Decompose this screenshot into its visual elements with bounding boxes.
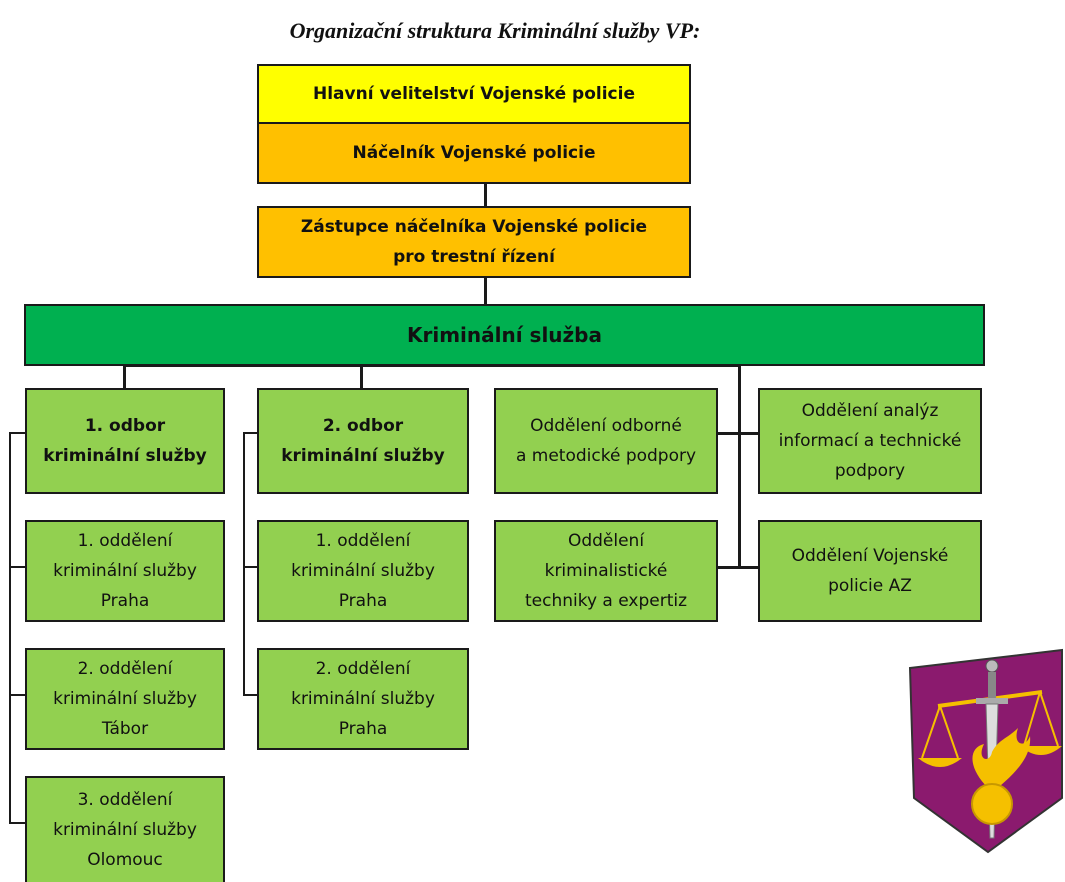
connector-bottom-departments xyxy=(718,566,760,569)
branch1-unit-3-line2: kriminální služby xyxy=(53,820,197,840)
branch2-unit-2-line2: kriminální služby xyxy=(291,689,435,709)
branch1-unit-2-line3: Tábor xyxy=(101,719,149,739)
connector-branch1-unit3 xyxy=(9,822,27,824)
connector-branch1-unit2 xyxy=(9,694,27,696)
connector-branch2-spine xyxy=(243,432,245,696)
chief-box: Náčelník Vojenské policie xyxy=(257,122,691,184)
branch1-head-line1: 1. odbor xyxy=(84,416,166,436)
connector-branch2-unit1 xyxy=(243,566,259,568)
dept-az: Oddělení Vojenské policie AZ xyxy=(758,520,982,622)
service-box: Kriminální služba xyxy=(24,304,985,366)
connector-chief-deputy xyxy=(484,184,487,208)
connector-branch1-head xyxy=(9,432,27,434)
connector-branch2-head xyxy=(243,432,259,434)
hq-label: Hlavní velitelství Vojenské policie xyxy=(313,84,635,104)
branch1-head: 1. odbor kriminální služby xyxy=(25,388,225,494)
connector-branch1-spine xyxy=(9,432,11,824)
branch2-unit-2-line1: 2. oddělení xyxy=(315,659,411,679)
connector-drop-branch2 xyxy=(360,364,363,388)
branch2-head: 2. odbor kriminální služby xyxy=(257,388,469,494)
dept-methodical-line2: a metodické podpory xyxy=(515,446,697,466)
deputy-box: Zástupce náčelníka Vojenské policie pro … xyxy=(257,206,691,278)
deputy-label-line2: pro trestní řízení xyxy=(393,247,555,267)
dept-forensic-line2: kriminalistické xyxy=(544,561,668,581)
connector-branch1-unit1 xyxy=(9,566,27,568)
dept-az-line2: policie AZ xyxy=(828,576,912,596)
dept-analysis: Oddělení analýz informací a technické po… xyxy=(758,388,982,494)
branch1-unit-2: 2. oddělení kriminální služby Tábor xyxy=(25,648,225,750)
dept-forensic: Oddělení kriminalistické techniky a expe… xyxy=(494,520,718,622)
connector-deputy-service xyxy=(484,276,487,304)
service-label: Kriminální služba xyxy=(406,323,602,347)
branch2-unit-1-line2: kriminální služby xyxy=(291,561,435,581)
branch1-unit-3-line1: 3. oddělení xyxy=(77,790,173,810)
dept-analysis-line3: podpory xyxy=(834,461,906,481)
dept-forensic-line3: techniky a expertiz xyxy=(524,591,688,611)
hq-box: Hlavní velitelství Vojenské policie xyxy=(257,64,691,124)
branch2-unit-1-line1: 1. oddělení xyxy=(315,531,411,551)
dept-analysis-line1: Oddělení analýz xyxy=(801,401,939,421)
branch1-unit-1: 1. oddělení kriminální služby Praha xyxy=(25,520,225,622)
dept-methodical-line1: Oddělení odborné xyxy=(530,416,682,436)
branch1-unit-3-line3: Olomouc xyxy=(87,850,163,870)
connector-branch2-unit2 xyxy=(243,694,259,696)
branch2-head-line1: 2. odbor xyxy=(322,416,404,436)
branch2-unit-2: 2. oddělení kriminální služby Praha xyxy=(257,648,469,750)
branch2-unit-1-line3: Praha xyxy=(338,591,388,611)
dept-forensic-line1: Oddělení xyxy=(567,531,645,551)
dept-methodical: Oddělení odborné a metodické podpory xyxy=(494,388,718,494)
dept-analysis-line2: informací a technické xyxy=(778,431,962,451)
branch1-unit-2-line1: 2. oddělení xyxy=(77,659,173,679)
branch2-unit-2-line3: Praha xyxy=(338,719,388,739)
branch1-head-line2: kriminální služby xyxy=(43,446,207,466)
branch2-unit-1: 1. oddělení kriminální služby Praha xyxy=(257,520,469,622)
page-title: Organizační struktura Kriminální služby … xyxy=(289,18,701,43)
connector-drop-branch1 xyxy=(123,364,126,388)
branch2-head-line2: kriminální služby xyxy=(281,446,445,466)
branch1-unit-3: 3. oddělení kriminální služby Olomouc xyxy=(25,776,225,882)
branch1-unit-2-line2: kriminální služby xyxy=(53,689,197,709)
branch1-unit-1-line3: Praha xyxy=(100,591,150,611)
branch1-unit-1-line1: 1. oddělení xyxy=(77,531,173,551)
connector-trunk-departments xyxy=(738,364,741,568)
military-police-emblem-icon xyxy=(908,648,1063,854)
chief-label: Náčelník Vojenské policie xyxy=(352,143,596,163)
branch1-unit-1-line2: kriminální služby xyxy=(53,561,197,581)
dept-az-line1: Oddělení Vojenské xyxy=(791,546,949,566)
deputy-label-line1: Zástupce náčelníka Vojenské policie xyxy=(300,217,648,237)
connector-top-departments xyxy=(718,432,760,435)
